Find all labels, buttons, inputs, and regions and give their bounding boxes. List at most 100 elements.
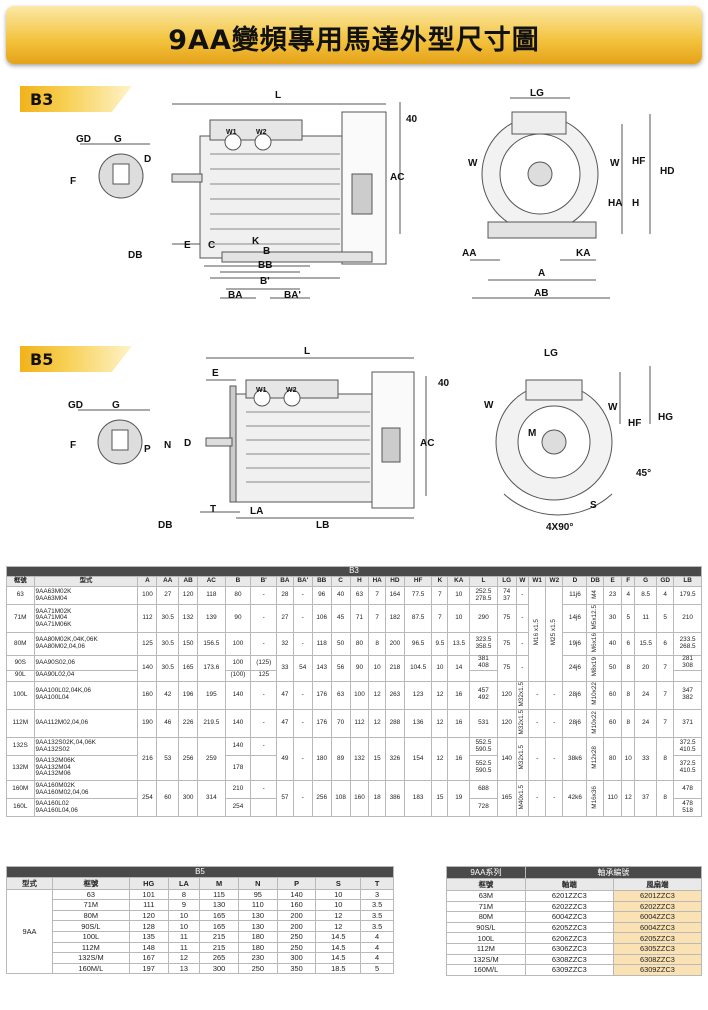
bearing-title-left: 9AA系列 bbox=[446, 866, 526, 879]
b5-dim-G: G bbox=[112, 400, 120, 411]
b3-cell: M10x22 bbox=[586, 680, 605, 710]
b3-dim-AA: AA bbox=[462, 248, 476, 259]
b3-cell: 8.5 bbox=[634, 586, 658, 605]
b3-cell: 54 bbox=[292, 655, 313, 682]
b3-cell-vertical: M10x22 bbox=[590, 682, 598, 706]
b3-cell: 9AA112M02,04,06 bbox=[33, 708, 139, 739]
b3-dim-D: D bbox=[144, 154, 151, 165]
bearing-cell: 6309ZZC3 bbox=[612, 964, 703, 976]
b5-cell: 132S/M bbox=[51, 952, 130, 964]
b3-cell: 33 bbox=[634, 737, 658, 782]
b3-cell: 11 bbox=[634, 603, 658, 634]
b3-cell: 20 bbox=[634, 655, 658, 682]
b3-cell: 50 bbox=[330, 632, 351, 657]
b3-cell-vertical: M4 bbox=[590, 589, 598, 599]
b3-dim-L: L bbox=[275, 90, 281, 101]
b3-cell: 14j6 bbox=[562, 603, 588, 634]
b3-cell: 160M bbox=[6, 780, 35, 800]
title-banner: 9AA變頻專用馬達外型尺寸圖 bbox=[6, 6, 702, 64]
b3-cell: M40x1.5 bbox=[515, 780, 530, 818]
b3-cell: 90 bbox=[349, 655, 370, 682]
b3-cell: 19j6 bbox=[562, 632, 588, 657]
b5-dim-S: S bbox=[590, 500, 597, 511]
b3-cell-vertical: M16x36 bbox=[590, 785, 598, 809]
b5-cell: 71M bbox=[51, 899, 130, 911]
b3-cell: - bbox=[250, 737, 278, 757]
bearing-cell: 71M bbox=[446, 900, 526, 913]
b3-col-header: 型式 bbox=[33, 576, 139, 587]
b3-dim-GD: GD bbox=[76, 134, 91, 145]
b5-cell: 14.5 bbox=[315, 952, 362, 964]
b3-cell: 178 bbox=[224, 755, 252, 782]
b3-cell: 263 bbox=[384, 680, 405, 710]
b5-cell: 63 bbox=[51, 888, 130, 901]
b3-cell-vertical: M8x19 bbox=[590, 657, 598, 677]
b3-cell: 139 bbox=[197, 603, 226, 634]
b3-cell: 140 bbox=[496, 737, 517, 782]
b3-cell: M32x1.5 bbox=[515, 737, 530, 782]
b3-cell: 347 382 bbox=[673, 680, 702, 710]
b5-cell: 3 bbox=[360, 888, 394, 901]
b3-cell: 30.5 bbox=[156, 632, 180, 657]
b3-cell: 4 bbox=[656, 586, 675, 605]
bearing-cell: 6202ZZC3 bbox=[612, 900, 703, 913]
b3-cell: 182 bbox=[384, 603, 405, 634]
b3-cell: 132 bbox=[178, 603, 199, 634]
b3-cell: 6 bbox=[621, 632, 636, 657]
b3-cell: 132S bbox=[6, 737, 35, 757]
b3-col-header: KA bbox=[447, 576, 471, 587]
b5-cell: 90S/L bbox=[51, 920, 130, 932]
bearing-col-header: 框號 bbox=[446, 878, 526, 891]
b3-cell: - bbox=[292, 680, 313, 710]
b3-cell: - bbox=[545, 737, 564, 782]
b3-cell: 478 518 bbox=[673, 798, 702, 818]
b3-cell: 16 bbox=[447, 680, 471, 710]
b3-cell: 45 bbox=[330, 603, 351, 634]
b3-cell: 140 bbox=[224, 708, 252, 739]
b5-cell: 95 bbox=[237, 888, 278, 901]
b3-cell: 123 bbox=[403, 680, 433, 710]
b5-cell: 14.5 bbox=[315, 930, 362, 943]
b3-drawing: L LG 40 GD G D F AC W1 W2 W W HF HD HA H… bbox=[70, 88, 674, 301]
b3-cell: 24j6 bbox=[562, 655, 588, 682]
b3-cell bbox=[673, 669, 702, 682]
b5-cell: 11 bbox=[167, 930, 201, 943]
b5-cell: 12 bbox=[315, 920, 362, 932]
b3-cell: 7 bbox=[368, 586, 386, 605]
b3-cell: 132M bbox=[6, 755, 35, 782]
b5-col-header: LA bbox=[167, 876, 201, 890]
b3-cell: 42 bbox=[156, 680, 180, 710]
b3-cell: 10 bbox=[431, 655, 449, 682]
b3-cell: - bbox=[515, 655, 530, 682]
b5-cell: 115 bbox=[199, 888, 239, 901]
b5-cell: 111 bbox=[128, 899, 169, 911]
b3-cell: 23 bbox=[603, 586, 623, 605]
b3-cell: M32x1.5 bbox=[515, 708, 530, 739]
b3-cell: 216 bbox=[137, 737, 158, 782]
b3-cell: (100) bbox=[224, 669, 252, 682]
b5-dim-N: N bbox=[164, 440, 171, 451]
b5-dim-W2: W2 bbox=[286, 387, 297, 394]
b3-cell: 143 bbox=[311, 655, 332, 682]
b3-cell: 132 bbox=[349, 737, 370, 782]
b3-cell: 120 bbox=[178, 586, 199, 605]
b3-cell: 112 bbox=[349, 708, 370, 739]
b3-dim-G: G bbox=[114, 134, 122, 145]
bearing-title-right: 軸承編號 bbox=[524, 866, 703, 879]
b3-cell: - bbox=[528, 708, 547, 739]
b5-cell: 3.5 bbox=[360, 920, 394, 932]
b3-cell: 42k6 bbox=[562, 780, 588, 818]
b3-cell: 176 bbox=[311, 680, 332, 710]
b3-cell: 5 bbox=[656, 603, 675, 634]
b3-col-header: BB bbox=[311, 576, 332, 587]
b5-dim-E: E bbox=[212, 368, 219, 379]
b3-cell: 7 bbox=[431, 586, 449, 605]
b3-cell: 16 bbox=[447, 737, 471, 782]
b3-cell: 190 bbox=[137, 708, 158, 739]
